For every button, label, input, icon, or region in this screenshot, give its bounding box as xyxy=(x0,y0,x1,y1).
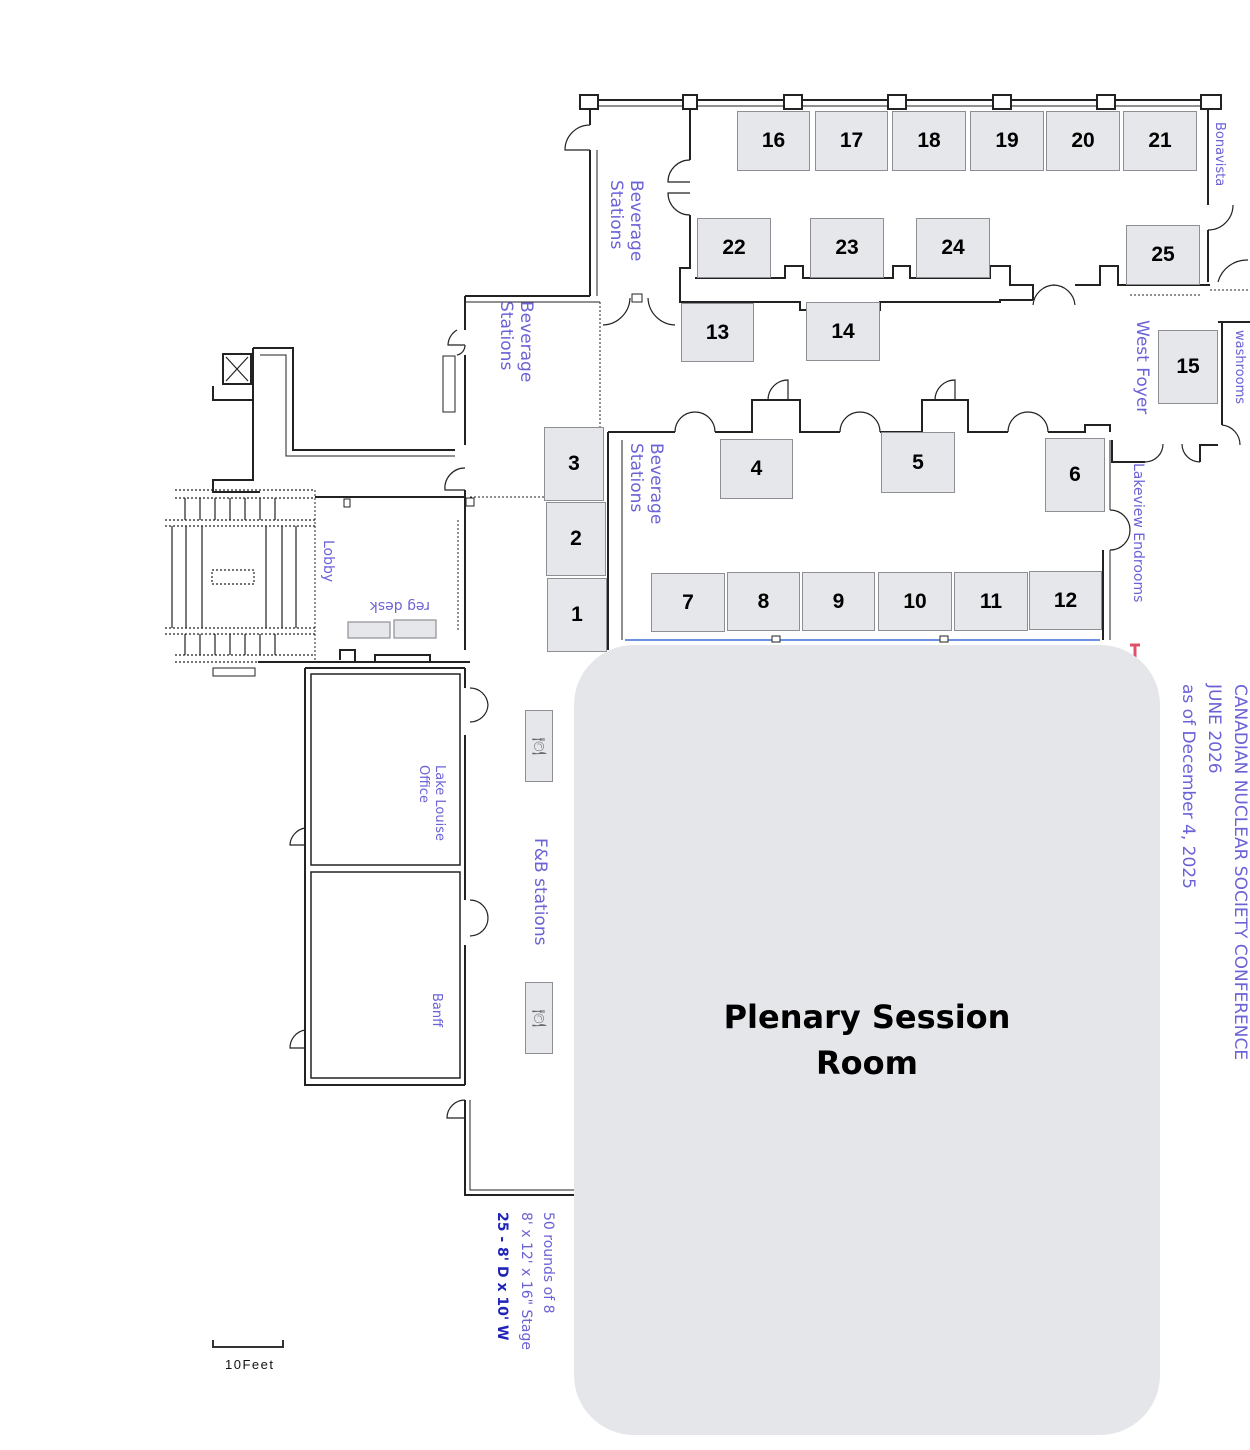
note-stage: 8' x 12' x 16" Stage xyxy=(518,1212,534,1350)
conference-title: CANADIAN NUCLEAR SOCIETY CONFERENCE xyxy=(1230,684,1250,1061)
booth-17[interactable]: 17 xyxy=(815,111,888,171)
note-booths: 25 - 8' D x 10' W xyxy=(494,1212,510,1341)
booth-22[interactable]: 22 xyxy=(697,218,771,278)
dining-plate-icon: 🍽 xyxy=(531,1009,548,1027)
booth-2[interactable]: 2 xyxy=(546,502,606,576)
booth-6[interactable]: 6 xyxy=(1045,438,1105,512)
fb-station-table-2: 🍽 xyxy=(525,982,553,1054)
booth-21[interactable]: 21 xyxy=(1123,111,1197,171)
booth-11[interactable]: 11 xyxy=(954,572,1028,631)
dining-plate-icon: 🍽 xyxy=(531,737,548,755)
scale-label: 10Feet xyxy=(225,1357,275,1372)
scale-bar xyxy=(212,1340,284,1348)
plenary-session-room[interactable]: Plenary Session Room xyxy=(574,645,1160,1435)
booth-23[interactable]: 23 xyxy=(810,218,884,278)
booth-24[interactable]: 24 xyxy=(916,218,990,278)
booth-15[interactable]: 15 xyxy=(1158,330,1218,404)
conference-date: JUNE 2026 xyxy=(1204,684,1224,774)
label-bonavista: Bonavista xyxy=(1212,122,1227,187)
booth-1[interactable]: 1 xyxy=(547,578,607,652)
label-lakeview-endrooms: Lakeview Endrooms xyxy=(1130,463,1146,603)
booth-4[interactable]: 4 xyxy=(720,439,793,499)
booth-3[interactable]: 3 xyxy=(544,427,604,501)
label-beverage-stations-top: Beverage Stations xyxy=(606,180,646,262)
label-lake-louise-office: Lake Louise Office xyxy=(416,765,447,841)
label-west-foyer: West Foyer xyxy=(1132,320,1152,415)
label-lobby: Lobby xyxy=(320,540,336,583)
booth-13[interactable]: 13 xyxy=(681,303,754,362)
plan-revision-date: as of December 4, 2025 xyxy=(1178,684,1198,889)
booth-16[interactable]: 16 xyxy=(737,111,810,171)
label-fb-stations: F&B stations xyxy=(530,838,550,946)
booth-7[interactable]: 7 xyxy=(651,573,725,632)
label-beverage-stations-inner: Beverage Stations xyxy=(626,443,666,525)
booth-9[interactable]: 9 xyxy=(802,572,875,631)
booth-8[interactable]: 8 xyxy=(727,572,800,631)
label-banff: Banff xyxy=(429,993,444,1028)
label-washrooms: washrooms xyxy=(1232,330,1247,405)
booth-14[interactable]: 14 xyxy=(806,302,880,361)
booth-10[interactable]: 10 xyxy=(878,572,952,631)
label-beverage-stations-mid: Beverage Stations xyxy=(496,301,536,383)
booth-25[interactable]: 25 xyxy=(1126,225,1200,285)
booth-19[interactable]: 19 xyxy=(970,111,1044,171)
plenary-session-room-title: Plenary Session Room xyxy=(723,998,1011,1082)
booth-18[interactable]: 18 xyxy=(892,111,966,171)
booth-20[interactable]: 20 xyxy=(1046,111,1120,171)
fb-station-table-1: 🍽 xyxy=(525,710,553,782)
note-rounds: 50 rounds of 8 xyxy=(540,1212,556,1314)
booth-5[interactable]: 5 xyxy=(881,432,955,493)
label-reg-desk: reg desk xyxy=(369,598,430,614)
booth-12[interactable]: 12 xyxy=(1029,571,1102,630)
